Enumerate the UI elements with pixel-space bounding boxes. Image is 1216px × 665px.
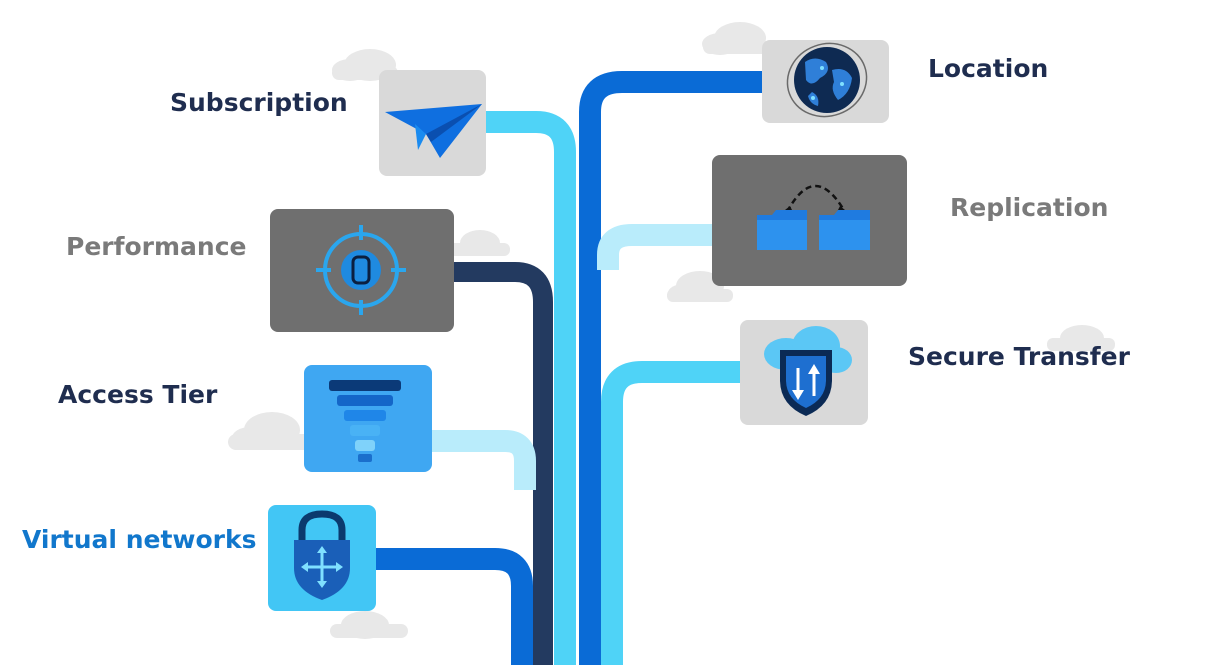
connector-performance <box>454 262 553 665</box>
cloud <box>1047 325 1115 351</box>
shield-cloud-icon <box>764 326 852 416</box>
connector-replication <box>597 224 712 270</box>
cloud <box>667 271 733 302</box>
funnel-tiers-icon <box>329 380 401 462</box>
connector-access-tier <box>432 430 536 490</box>
subscription-label: Subscription <box>170 88 348 117</box>
virtual-networks-tile <box>268 505 376 611</box>
connector-secure-transfer <box>601 361 740 665</box>
access-tier-label: Access Tier <box>58 380 218 409</box>
padlock-arrows-icon <box>294 510 350 600</box>
folder-sync-icon <box>757 184 870 250</box>
cloud <box>702 22 769 55</box>
connector-location <box>579 71 762 665</box>
background-clouds <box>228 22 1115 639</box>
cloud <box>444 230 510 256</box>
cloud <box>228 412 320 450</box>
connector-virtual-networks <box>376 548 533 665</box>
paper-plane-icon <box>385 104 482 158</box>
cloud <box>332 49 398 81</box>
virtual-networks-label: Virtual networks <box>22 525 257 554</box>
secure-transfer-tile <box>740 320 868 425</box>
globe-icon <box>786 42 868 118</box>
connector-subscription <box>486 111 576 665</box>
performance-label: Performance <box>66 232 247 261</box>
connector-lines <box>376 71 762 665</box>
cloud <box>330 611 408 639</box>
location-label: Location <box>928 54 1049 83</box>
performance-tile <box>270 209 454 332</box>
replication-label: Replication <box>950 193 1109 222</box>
access-tier-tile <box>304 365 432 472</box>
secure-transfer-label: Secure Transfer <box>908 342 1130 371</box>
replication-tile <box>712 155 907 286</box>
subscription-tile <box>379 70 486 176</box>
location-tile <box>762 40 889 123</box>
target-gauge-icon <box>316 225 406 315</box>
